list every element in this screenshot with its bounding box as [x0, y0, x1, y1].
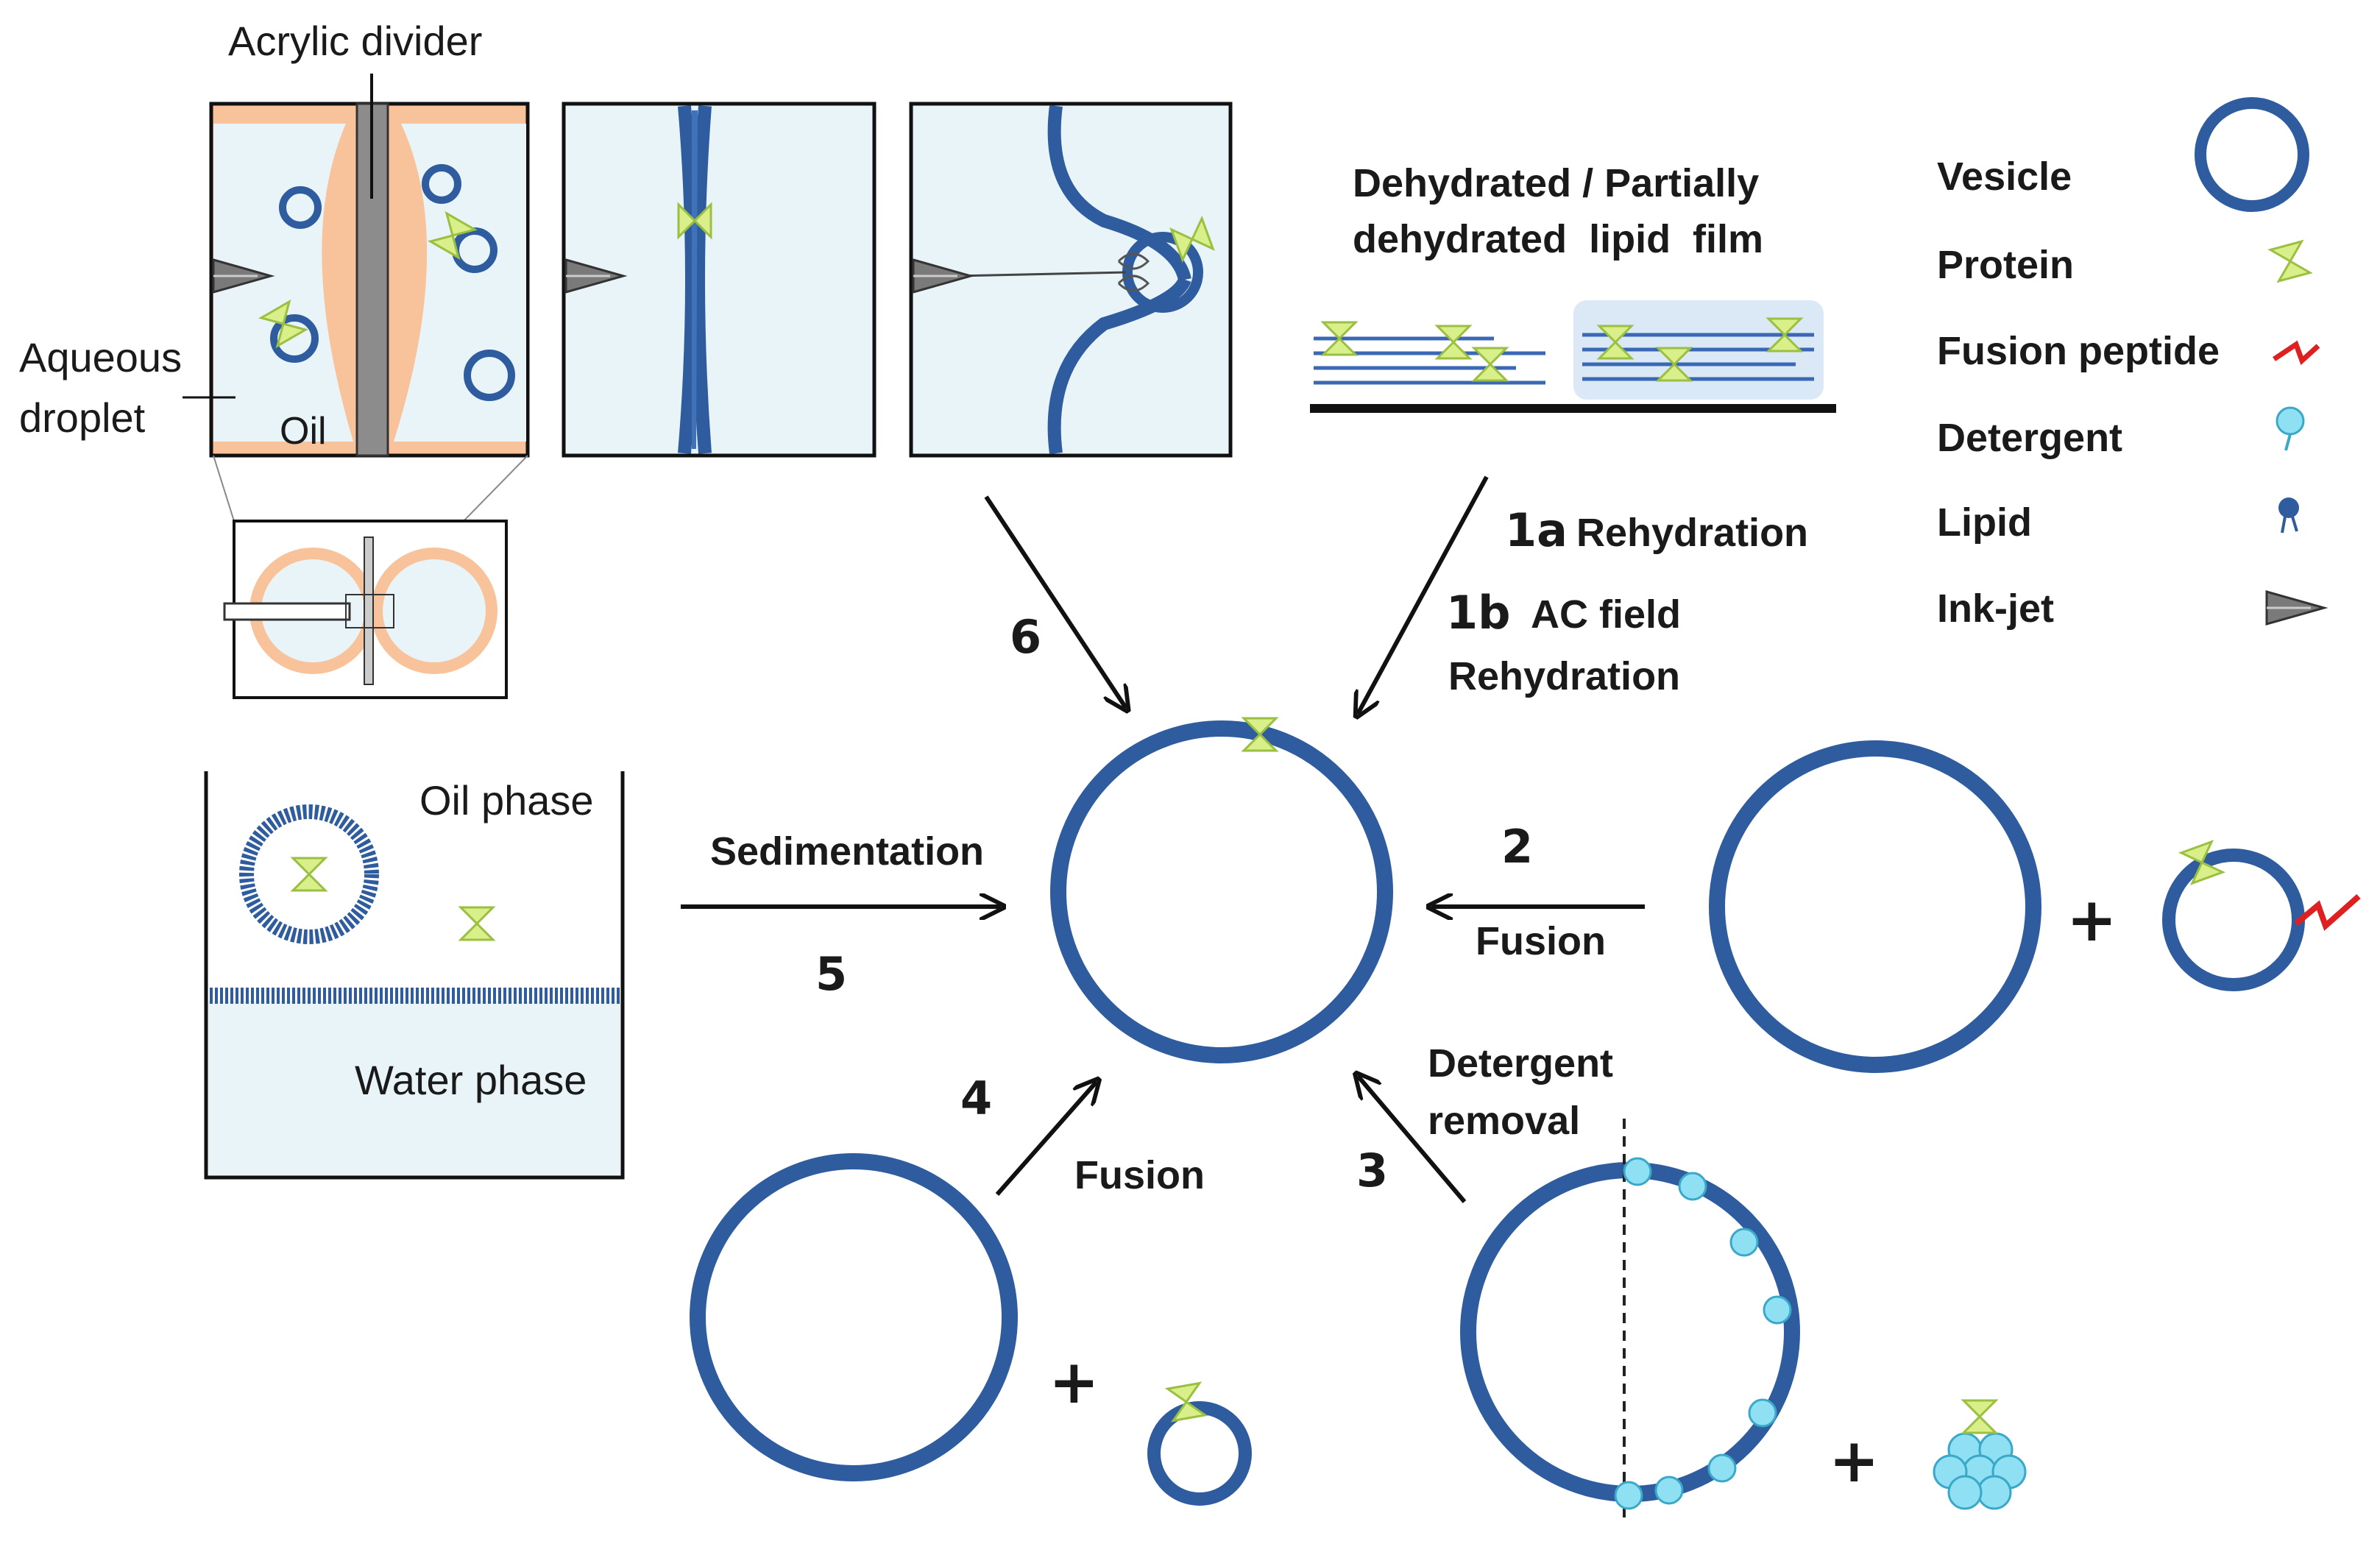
- legend-label-protein: Protein: [1937, 243, 2075, 287]
- route-2-plus: +: [2066, 885, 2117, 955]
- route-4-plus: +: [1049, 1347, 1099, 1417]
- vesicle-icon: [2195, 97, 2309, 212]
- route-6-number: 6: [1010, 610, 1042, 664]
- route-3-number: 3: [1356, 1144, 1389, 1197]
- label-aqueous: Aqueous: [19, 334, 183, 380]
- label-acrylic-divider: Acrylic divider: [228, 18, 483, 64]
- route-1b-label-2: Rehydration: [1448, 654, 1681, 698]
- panel-droplet-chamber: [183, 74, 530, 458]
- panel-chamber-overview: [213, 455, 528, 699]
- route-4-number: 4: [960, 1072, 993, 1125]
- legend-label-lipid: Lipid: [1937, 500, 2032, 545]
- route-2-label: Fusion: [1476, 919, 1606, 963]
- route-2-number: 2: [1501, 820, 1534, 874]
- lipid-icon: [2278, 497, 2299, 534]
- center-vesicle: [1050, 717, 1393, 1063]
- route-4-inputs: [690, 1153, 1252, 1506]
- route-5-label: Sedimentation: [710, 829, 985, 874]
- route-4-label: Fusion: [1074, 1153, 1205, 1197]
- legend-label-vesicle: Vesicle: [1937, 155, 2072, 199]
- panel-jetting: [909, 102, 1233, 458]
- route-1a-number: 1a: [1505, 503, 1568, 557]
- label-droplet: droplet: [19, 394, 146, 441]
- legend-label-fusion-peptide: Fusion peptide: [1937, 329, 2220, 373]
- route-3-inputs: [1460, 1119, 2027, 1523]
- detergent-icon: [2275, 406, 2305, 451]
- legend-label-ink-jet: Ink-jet: [1937, 587, 2055, 631]
- route-2-inputs: [1709, 740, 2361, 1073]
- route-arrows: [681, 475, 1645, 1203]
- legend-label-detergent: Detergent: [1937, 416, 2123, 460]
- route-3-label-2: removal: [1428, 1099, 1581, 1143]
- route-1b-number: 1b: [1446, 586, 1511, 640]
- panel-lipid-film: [1310, 300, 1836, 413]
- route-1b-label-1: AC field: [1531, 592, 1682, 637]
- route-3-plus: +: [1829, 1426, 1880, 1496]
- legend: [2195, 97, 2326, 626]
- label-film-title-1: Dehydrated / Partially: [1353, 161, 1760, 205]
- fusion-peptide-icon: [2273, 340, 2320, 366]
- label-oil-phase: Oil phase: [419, 777, 594, 823]
- panel-bilayer-formation: [562, 102, 876, 458]
- ink-jet-icon: [2265, 590, 2326, 626]
- label-oil: Oil: [280, 410, 327, 453]
- label-film-title-2: dehydrated lipid film: [1353, 217, 1764, 261]
- label-water-phase: Water phase: [355, 1057, 587, 1103]
- panel-sedimentation: [204, 771, 625, 1180]
- route-3-label-1: Detergent: [1428, 1041, 1614, 1085]
- protein-icon: [2269, 240, 2312, 283]
- route-5-number: 5: [815, 947, 848, 1001]
- route-1a-label: Rehydration: [1576, 511, 1809, 555]
